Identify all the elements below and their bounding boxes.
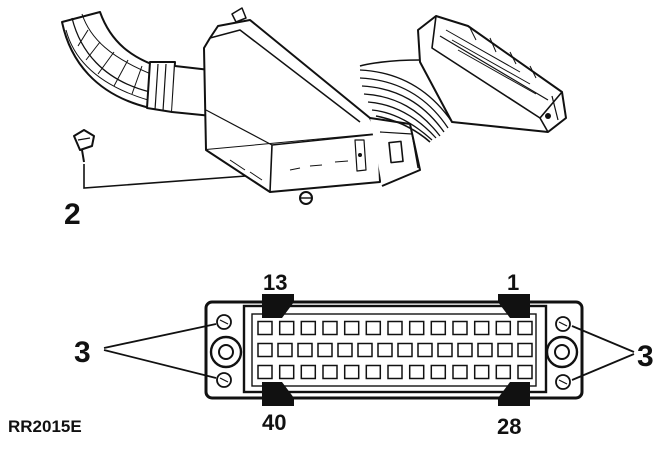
connector-pin [387,320,403,336]
connector-pin [257,342,273,358]
mounting-screw-bottom-left [216,372,232,388]
callout-3-leaders [103,323,635,381]
fixing-screw-loose [73,129,95,163]
connector-pin [517,342,533,358]
connector-pin [497,342,513,358]
connector-pin [387,364,403,380]
connector-pin [257,364,273,380]
connector-pin [365,364,382,380]
connector-pin [477,342,493,358]
connector-pin [517,364,533,380]
connector-pin [397,342,413,358]
connector-pin [300,320,317,336]
pin-field [257,320,533,380]
connector-pin [337,342,353,358]
harness-conduit [61,11,213,117]
mounting-screw-top-right [555,316,571,332]
right-fixing-bolt [545,335,579,369]
mounting-screw-bottom-right [555,374,571,390]
ecu-housing-assembly [61,7,567,205]
connector-pin [277,342,293,358]
callout-2-leader [83,164,247,189]
pin-13-marker [262,294,294,318]
connector-pin [517,320,533,336]
connector-pin [322,320,338,336]
pin-28-marker [498,382,530,406]
connector-pin [430,320,447,336]
connector-pin [317,342,333,358]
connector-pin [377,342,393,358]
connector-pin [430,364,447,380]
connector-pin [343,320,360,336]
connector-pin [257,320,273,336]
pin-28-label: 28 [497,414,521,439]
connector-pin [473,364,490,380]
connector-pin [457,342,473,358]
connector-pin [452,364,468,380]
pin-40-label: 40 [262,410,286,435]
connector-pin [300,364,317,380]
mounting-screw-top-left [216,314,232,330]
connector-pin [473,320,490,336]
connector-pin [278,320,295,336]
connector-pin [322,364,338,380]
connector-pin [343,364,360,380]
connector-pin [365,320,382,336]
callout-3-left-label: 3 [74,336,91,369]
connector-face [204,294,584,406]
connector-pin [408,320,425,336]
connector-pin [417,342,433,358]
connector-pin [278,364,295,380]
pin-40-marker [262,382,294,406]
connector-pin [495,320,512,336]
wiring-loom-fan [359,59,453,143]
callout-3-right-label: 3 [637,340,654,373]
connector-pin [437,342,453,358]
ecu-housing-box [203,7,421,205]
left-fixing-bolt [209,335,243,369]
figure-reference: RR2015E [8,417,82,436]
pin-13-label: 13 [263,270,287,295]
connector-pin [297,342,313,358]
connector-pin [357,342,373,358]
connector-pin [495,364,512,380]
pin-1-marker [498,294,530,318]
callout-2-label: 2 [64,198,81,231]
harness-multiplug-housing [417,15,567,133]
pin-1-label: 1 [507,270,519,295]
connector-pin [408,364,425,380]
connector-pin [452,320,468,336]
